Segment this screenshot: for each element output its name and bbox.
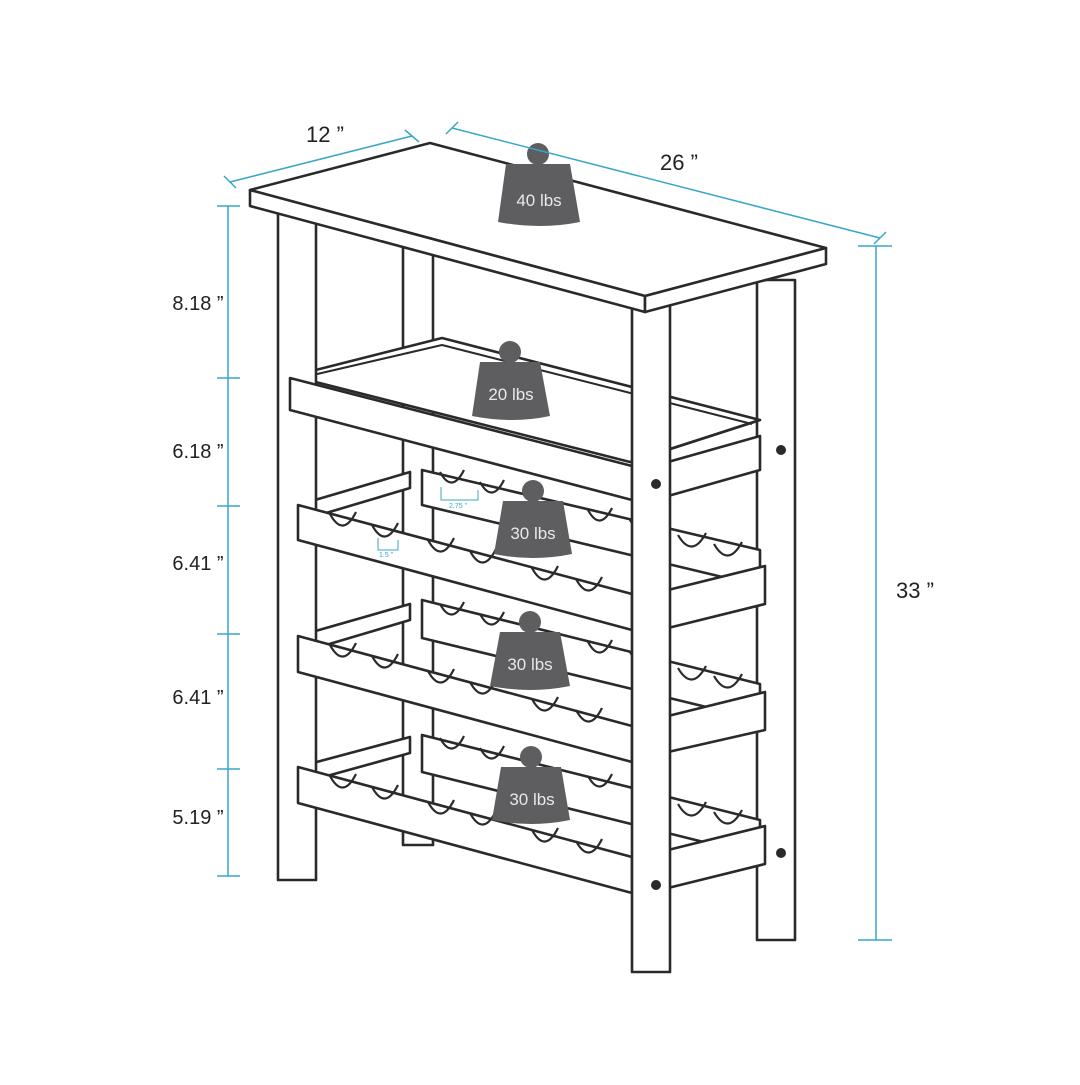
screw-icon	[776, 445, 786, 455]
screw-icon	[776, 848, 786, 858]
wine-rack	[248, 141, 828, 974]
weight-middle-rack: 30 lbs	[490, 611, 570, 690]
weight-shelf: 20 lbs	[472, 341, 550, 420]
weight-upper-rack: 30 lbs	[494, 480, 572, 558]
weight-label-top: 40 lbs	[516, 191, 561, 210]
weight-lower-rack: 30 lbs	[492, 746, 570, 824]
weight-label-upper-rack: 30 lbs	[510, 524, 555, 543]
screw-icon	[651, 479, 661, 489]
table-top-right-edge	[643, 246, 828, 314]
segment-label-3: 6.41 ”	[172, 553, 223, 575]
segment-label-5: 5.19 ”	[172, 807, 223, 829]
weight-label-middle-rack: 30 lbs	[507, 655, 552, 674]
front-left-leg	[276, 208, 318, 882]
slot-spacing-annotation	[377, 487, 479, 551]
slot-spacing-label: 2.75 ”	[449, 503, 468, 510]
segment-label-4: 6.41 ”	[172, 687, 223, 709]
segment-label-1: 8.18 ”	[172, 293, 223, 315]
weight-top: 40 lbs	[498, 143, 580, 226]
weight-label-lower-rack: 30 lbs	[509, 790, 554, 809]
screws	[651, 445, 786, 890]
width-label: 26 ”	[660, 150, 698, 175]
depth-dimension-line	[229, 135, 413, 183]
weight-label-shelf: 20 lbs	[488, 385, 533, 404]
depth-label: 12 ”	[306, 122, 344, 147]
front-right-leg	[630, 298, 672, 974]
segment-label-2: 6.18 ”	[172, 441, 223, 463]
height-label: 33 ”	[896, 578, 934, 603]
width-dimension-line	[451, 127, 881, 239]
dimension-lines	[217, 121, 892, 941]
slot-depth-label: 1.5 ”	[379, 552, 394, 559]
screw-icon	[651, 880, 661, 890]
